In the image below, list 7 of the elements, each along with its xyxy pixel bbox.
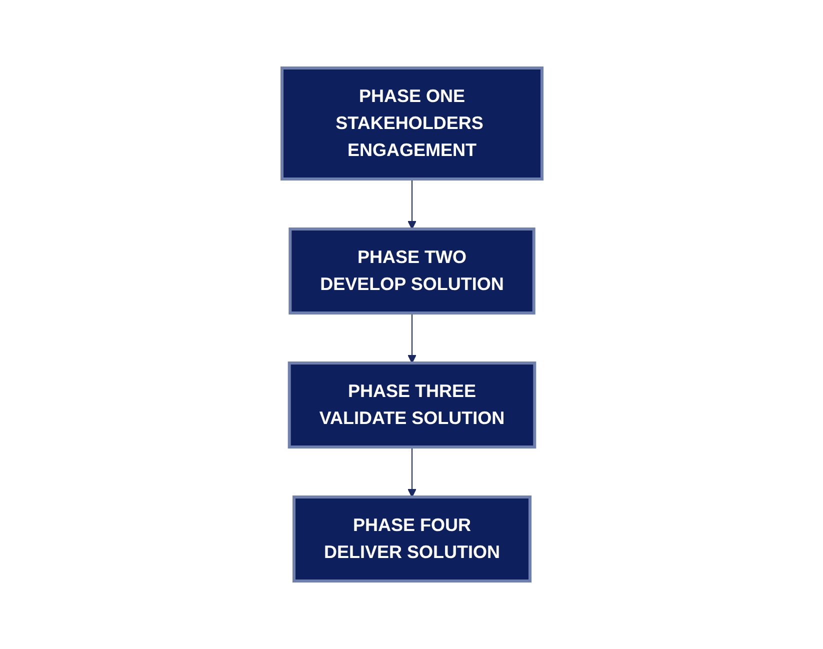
node-box: PHASE FOUR DELIVER SOLUTION bbox=[292, 496, 531, 582]
arrow bbox=[407, 312, 416, 364]
node-box: PHASE THREE VALIDATE SOLUTION bbox=[287, 362, 536, 448]
arrow bbox=[407, 446, 416, 498]
node-box: PHASE TWO DEVELOP SOLUTION bbox=[288, 228, 535, 314]
arrow bbox=[407, 178, 416, 230]
node-box: PHASE ONE STAKEHOLDERS ENGAGEMENT bbox=[280, 66, 543, 180]
